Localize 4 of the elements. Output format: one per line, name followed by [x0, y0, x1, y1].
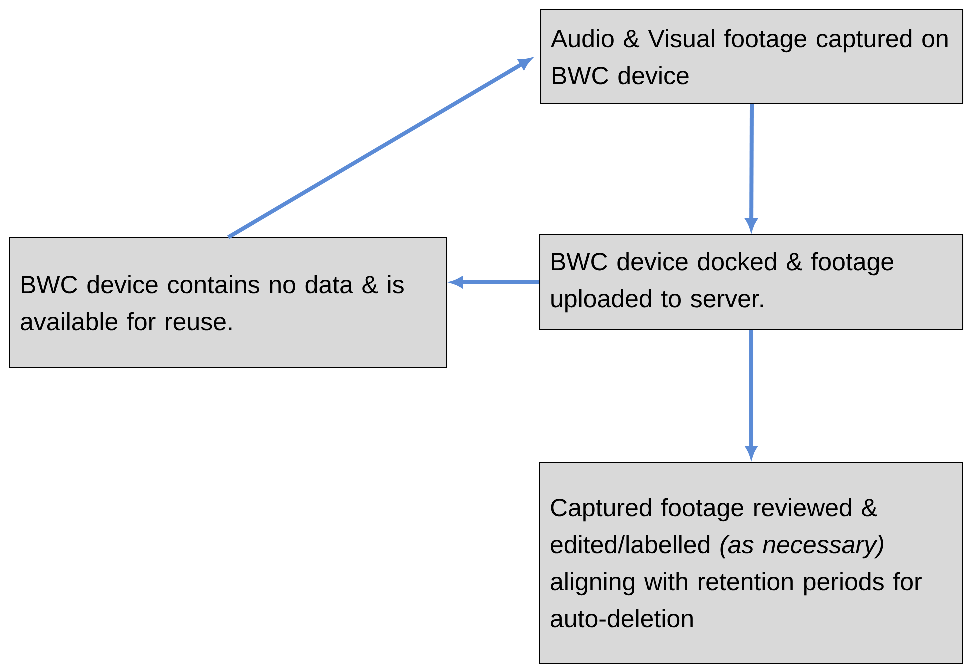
process-box: BWC device docked & footage uploaded to server. [540, 234, 964, 330]
process-box: BWC device contains no data & is available for reuse. [10, 238, 448, 368]
process-box: Audio & Visual footage captured on BWC device [540, 10, 964, 104]
process-box: Captured footage reviewed & edited/labelled (as necessary) aligning with retention periods for auto-deletion [540, 462, 964, 664]
